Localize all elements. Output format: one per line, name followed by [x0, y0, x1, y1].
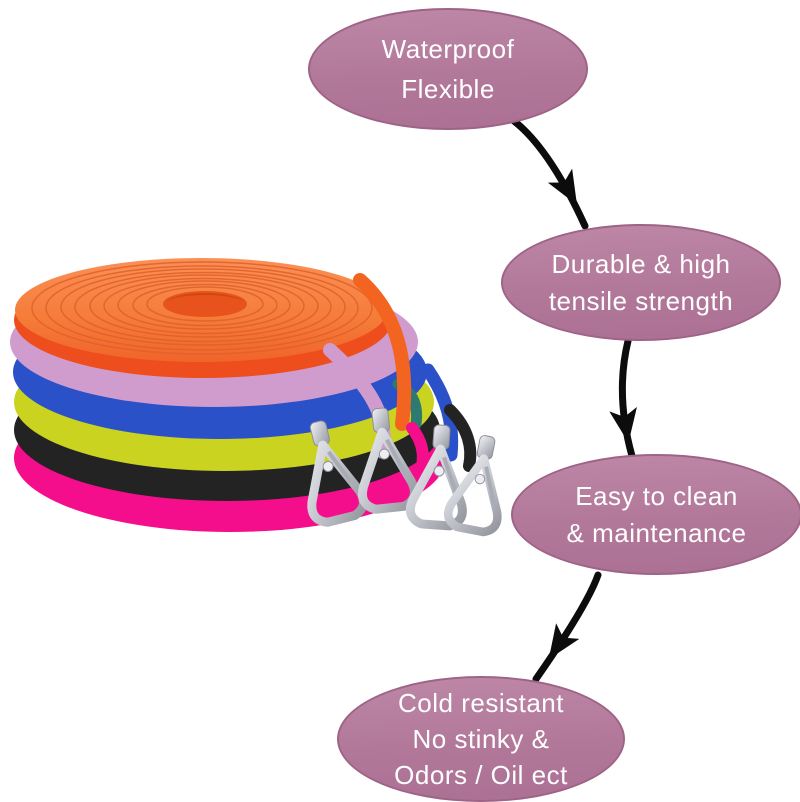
callout-line: & maintenance: [566, 517, 747, 548]
coil-center-hole: [163, 291, 247, 317]
callout-line: Cold resistant: [398, 688, 564, 718]
callout-line: Odors / Oil ect: [394, 760, 568, 790]
callout-line: Waterproof: [381, 34, 515, 64]
strap-orange: [353, 273, 412, 431]
callout-cold-resistant: Cold resistant No stinky & Odors / Oil e…: [337, 676, 625, 802]
snap-hook-icon: [405, 424, 467, 531]
arrow-down-icon: [532, 571, 602, 683]
callout-line: Durable & high: [551, 248, 731, 279]
callout-line: Flexible: [401, 74, 495, 104]
leash-coil-stack: [10, 258, 446, 532]
snap-hooks: [307, 407, 502, 537]
coil-center-hole-shadow: [165, 292, 245, 302]
callout-easy-clean: Easy to clean & maintenance: [511, 454, 800, 575]
strap-hot-pink: [406, 422, 429, 472]
strap-black: [444, 404, 477, 472]
callout-durable-strength: Durable & high tensile strength: [501, 224, 781, 341]
coil-spiral-grooves: [31, 261, 373, 355]
callout-line: tensile strength: [548, 285, 734, 316]
snap-hook-icon: [443, 435, 502, 537]
arrow-down-icon: [609, 337, 637, 460]
arrow-down-icon: [506, 114, 589, 230]
callout-line: No stinky &: [412, 724, 550, 754]
callout-line: Easy to clean: [575, 480, 738, 511]
callout-waterproof-flexible: Waterproof Flexible: [308, 8, 588, 130]
